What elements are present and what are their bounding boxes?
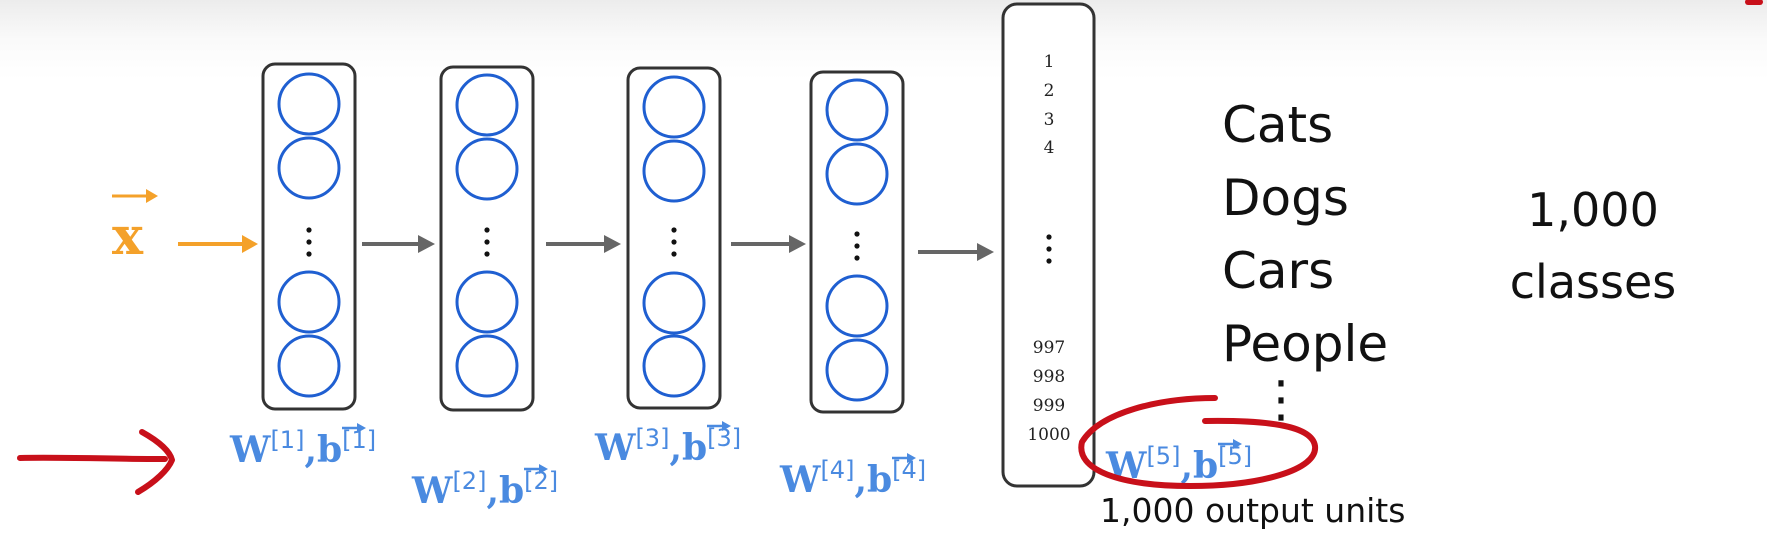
params-layer-4: W[4],b[4] bbox=[779, 453, 926, 501]
ellipsis-dot bbox=[1046, 258, 1052, 264]
bias-vector-arrow-icon bbox=[342, 423, 366, 433]
class-count: 1,000 classes bbox=[1510, 183, 1676, 309]
layer-3-box bbox=[626, 66, 722, 410]
ellipsis-dot bbox=[1046, 234, 1052, 240]
class-list-ellipsis: ⋮ bbox=[1256, 370, 1306, 428]
neuron bbox=[642, 139, 706, 203]
params-label-1: W[1],b[1] bbox=[229, 426, 376, 471]
output-index-1000: 1000 bbox=[1027, 425, 1070, 445]
output-index-1: 1 bbox=[1044, 52, 1055, 72]
hidden-layer-1 bbox=[261, 62, 357, 411]
class-item-cats: Cats bbox=[1222, 96, 1333, 154]
ellipsis-dot bbox=[1046, 246, 1052, 252]
layer-1-box bbox=[261, 62, 357, 411]
ellipsis-dot bbox=[306, 227, 312, 233]
ellipsis-dot bbox=[306, 251, 312, 257]
output-layer-box bbox=[1001, 2, 1096, 488]
neuron bbox=[277, 136, 341, 200]
output-index-999: 999 bbox=[1033, 396, 1065, 416]
params-layer-1: W[1],b[1] bbox=[229, 423, 376, 471]
bias-vector-arrow-icon bbox=[707, 421, 731, 431]
input-x-label: x bbox=[112, 206, 144, 267]
class-list: Cats Dogs Cars People ⋮ bbox=[1222, 96, 1388, 428]
layer-arrow-1 bbox=[362, 235, 435, 253]
neuron bbox=[277, 72, 341, 136]
ellipsis-dot bbox=[306, 239, 312, 245]
input-vector-arrow-icon bbox=[112, 189, 158, 203]
red-annotation-circle bbox=[1078, 395, 1319, 489]
output-layer: 1 2 3 4 997 998 999 1000 bbox=[1001, 2, 1096, 488]
bias-vector-arrow-icon bbox=[892, 453, 916, 463]
neuron bbox=[642, 334, 706, 398]
ellipsis-dot bbox=[671, 239, 677, 245]
layer-arrow-4 bbox=[918, 243, 994, 261]
neuron bbox=[455, 137, 519, 201]
output-index-3: 3 bbox=[1044, 110, 1055, 130]
class-count-label: classes bbox=[1510, 255, 1676, 309]
output-index-2: 2 bbox=[1044, 81, 1055, 101]
neuron bbox=[277, 270, 341, 334]
neuron bbox=[455, 73, 519, 137]
layer-arrow-3 bbox=[731, 235, 806, 253]
red-annotation-arrow-icon bbox=[17, 429, 175, 495]
layer-arrow-2 bbox=[546, 235, 621, 253]
ellipsis-dot bbox=[854, 255, 860, 261]
ellipsis-dot bbox=[671, 251, 677, 257]
neuron bbox=[455, 270, 519, 334]
output-index-998: 998 bbox=[1033, 367, 1065, 387]
neuron bbox=[642, 75, 706, 139]
neuron bbox=[825, 78, 889, 142]
neuron bbox=[825, 142, 889, 206]
params-label-4: W[4],b[4] bbox=[779, 456, 926, 501]
params-label-2: W[2],b[2] bbox=[411, 467, 558, 512]
bias-vector-arrow-icon bbox=[1218, 439, 1242, 449]
bias-vector-arrow-icon bbox=[524, 464, 548, 474]
neuron bbox=[825, 338, 889, 402]
output-index-4: 4 bbox=[1044, 138, 1055, 158]
input-x: x bbox=[112, 189, 158, 267]
hidden-layer-4 bbox=[809, 70, 905, 414]
hidden-layer-3 bbox=[626, 66, 722, 410]
params-layer-2: W[2],b[2] bbox=[411, 464, 558, 512]
layer-4-box bbox=[809, 70, 905, 414]
ellipsis-dot bbox=[484, 251, 490, 257]
output-index-997: 997 bbox=[1033, 338, 1065, 358]
ellipsis-dot bbox=[484, 239, 490, 245]
neuron bbox=[825, 274, 889, 338]
params-layer-3: W[3],b[3] bbox=[594, 421, 741, 469]
neuron bbox=[277, 334, 341, 398]
class-item-people: People bbox=[1222, 315, 1388, 373]
input-arrow bbox=[178, 235, 258, 253]
output-units-caption: 1,000 output units bbox=[1100, 491, 1405, 530]
ellipsis-dot bbox=[854, 243, 860, 249]
class-count-number: 1,000 bbox=[1527, 183, 1659, 237]
class-item-dogs: Dogs bbox=[1222, 169, 1349, 227]
ellipsis-dot bbox=[671, 227, 677, 233]
layer-2-box bbox=[439, 65, 535, 412]
ellipsis-dot bbox=[854, 231, 860, 237]
ellipsis-dot bbox=[484, 227, 490, 233]
params-label-3: W[3],b[3] bbox=[594, 424, 741, 469]
neuron bbox=[642, 271, 706, 335]
hidden-layer-2 bbox=[439, 65, 535, 412]
neuron bbox=[455, 334, 519, 398]
class-item-cars: Cars bbox=[1222, 242, 1334, 300]
